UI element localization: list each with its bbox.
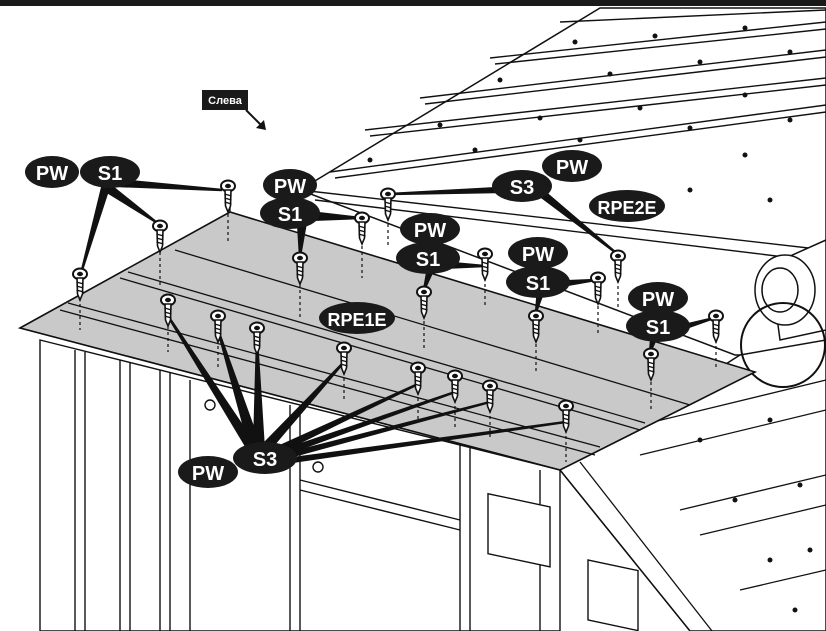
rpe2e-bubble: [589, 190, 665, 222]
callout-group-s3-top: PW S3 RPE2E: [492, 150, 665, 222]
screw: [220, 179, 236, 213]
callout-group-s1-top-left: PW S1: [25, 156, 140, 188]
pw-label: PW: [556, 157, 588, 179]
top-border: [0, 0, 826, 6]
roof-back: [298, 7, 826, 356]
pw-label: PW: [414, 220, 446, 242]
s1-bubble: [260, 197, 320, 229]
s1-bubble: [80, 156, 140, 188]
pw-bubble: [628, 282, 688, 314]
screw: [477, 247, 493, 281]
s1-bubble: [396, 242, 460, 274]
s1-label: S1: [98, 163, 122, 185]
pw-bubble: [508, 237, 568, 269]
direction-tag: Слева: [202, 90, 266, 130]
pw-bubble: [400, 213, 460, 245]
s1-label: S1: [526, 273, 550, 295]
callout-group-s1-right-middle: PW S1: [506, 237, 570, 298]
s1-label: S1: [278, 204, 302, 226]
s1-label: S1: [646, 317, 670, 339]
pw-bubble: [25, 156, 79, 188]
pw-bubble: [263, 169, 317, 201]
s3-label: S3: [510, 177, 534, 199]
s3-bubble: [233, 442, 297, 474]
rpe1e-label: RPE1E: [327, 310, 386, 330]
pw-bubble: [542, 150, 602, 182]
pw-bubble: [178, 456, 238, 488]
callout-group-s1-middle: PW S1: [396, 213, 460, 274]
callout-group-s1-far-right: PW S1: [626, 282, 690, 342]
pw-label: PW: [36, 163, 68, 185]
detail-magnifier-circle: [740, 302, 826, 388]
callout-rpe1e: RPE1E: [319, 302, 395, 334]
pw-label: PW: [522, 244, 554, 266]
s1-bubble: [506, 266, 570, 298]
callout-group-s1-center: PW S1: [260, 169, 320, 229]
pw-label: PW: [192, 463, 224, 485]
s1-bubble: [626, 310, 690, 342]
rpe1e-bubble: [319, 302, 395, 334]
s3-label: S3: [253, 449, 277, 471]
direction-tag-text: Слева: [208, 95, 243, 107]
s3-bubble: [492, 170, 552, 202]
rpe2e-label: RPE2E: [597, 198, 656, 218]
callout-group-s3-bottom: PW S3: [178, 442, 297, 488]
pw-label: PW: [274, 176, 306, 198]
screw: [354, 211, 370, 245]
pw-label: PW: [642, 289, 674, 311]
s1-label: S1: [416, 249, 440, 271]
